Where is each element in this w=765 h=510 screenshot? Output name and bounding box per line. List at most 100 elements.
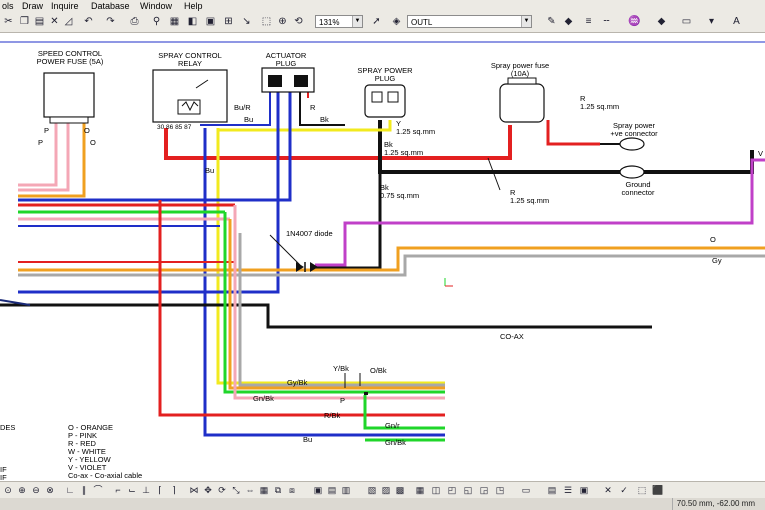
hatch-icon[interactable]: ▧ bbox=[367, 485, 377, 495]
line-weight-icon[interactable]: ≡ bbox=[585, 16, 592, 27]
erase-icon[interactable]: ◿ bbox=[64, 16, 73, 27]
angle-icon[interactable]: ∟ bbox=[65, 485, 75, 495]
render-icon[interactable]: ▭ bbox=[521, 485, 531, 495]
rotate-icon[interactable]: ⟳ bbox=[218, 485, 226, 495]
copy-icon[interactable]: ❐ bbox=[20, 16, 29, 27]
menu-inquire[interactable]: Inquire bbox=[51, 1, 79, 11]
line-style-icon[interactable]: ╌ bbox=[603, 16, 610, 27]
snap-center-icon[interactable]: ⊕ bbox=[18, 485, 26, 495]
wire-blue-act-1 bbox=[200, 92, 271, 126]
scale-icon[interactable]: ⤡ bbox=[232, 485, 240, 495]
zoom-select[interactable]: 131% ▼ bbox=[315, 15, 363, 28]
zoom-in-icon[interactable]: ⊕ bbox=[278, 16, 287, 27]
menu-help[interactable]: Help bbox=[184, 1, 203, 11]
list-icon[interactable]: ☰ bbox=[563, 485, 573, 495]
spray-power-plug-component[interactable]: SPRAY POWER PLUG bbox=[357, 66, 413, 118]
view-front-icon[interactable]: ◫ bbox=[431, 485, 441, 495]
positive-connector[interactable]: Spray power +ve connector bbox=[600, 121, 658, 151]
layer-select[interactable]: OUTL ▼ bbox=[407, 15, 532, 28]
drawing-canvas[interactable]: SPEED CONTROL POWER FUSE (5A) P O P O SP… bbox=[0, 33, 765, 481]
view-back-icon[interactable]: ◳ bbox=[495, 485, 505, 495]
chevron-down-icon[interactable]: ▼ bbox=[352, 16, 362, 27]
label-coax: CO-AX bbox=[500, 332, 524, 341]
menu-draw[interactable]: Draw bbox=[22, 1, 44, 11]
select-icon[interactable]: ↘ bbox=[242, 16, 251, 27]
corner-icon[interactable]: ⌐ bbox=[115, 485, 121, 495]
group-icon[interactable]: ▤ bbox=[327, 485, 337, 495]
line-color-icon[interactable]: ✎ bbox=[547, 16, 556, 27]
dropdown-icon[interactable]: ▾ bbox=[708, 16, 715, 27]
array-icon[interactable]: ▦ bbox=[259, 485, 269, 495]
diode-component[interactable]: 1N4007 diode bbox=[286, 229, 333, 272]
snap-circle-icon[interactable]: ⊗ bbox=[46, 485, 54, 495]
speed-fuse-component[interactable]: SPEED CONTROL POWER FUSE (5A) bbox=[37, 49, 104, 124]
relay-label-1: SPRAY CONTROL bbox=[158, 51, 222, 60]
relay-component[interactable]: SPRAY CONTROL RELAY 30 86 85 87 bbox=[152, 51, 228, 131]
view-side-icon[interactable]: ◱ bbox=[463, 485, 473, 495]
tool-a-icon[interactable]: ⬚ bbox=[637, 485, 647, 495]
wiring-diagram: SPEED CONTROL POWER FUSE (5A) P O P O SP… bbox=[0, 41, 765, 481]
image-tool-icon[interactable]: ▣ bbox=[579, 485, 589, 495]
view-top-icon[interactable]: ◰ bbox=[447, 485, 457, 495]
print-icon[interactable]: ⎙ bbox=[130, 16, 139, 27]
fill-color-icon[interactable]: ◆ bbox=[564, 16, 573, 27]
wire-pink-bottom bbox=[233, 205, 445, 400]
layers-icon[interactable]: ◧ bbox=[187, 16, 198, 27]
actuator-label-1: ACTUATOR bbox=[266, 51, 307, 60]
tangent-icon[interactable]: ⌙ bbox=[128, 485, 136, 495]
delete-icon[interactable]: ✕ bbox=[50, 16, 59, 27]
bucket-icon[interactable]: ♒ bbox=[628, 16, 641, 27]
label-r-main-size: 1.25 sq.mm bbox=[510, 196, 549, 205]
properties-icon[interactable]: ▤ bbox=[547, 485, 557, 495]
undo-icon[interactable]: ↶ bbox=[84, 16, 93, 27]
shape-icon[interactable]: ◆ bbox=[657, 16, 666, 27]
move-icon[interactable]: ✥ bbox=[204, 485, 212, 495]
perp-icon[interactable]: ⊥ bbox=[142, 485, 150, 495]
menu-tools[interactable]: ols bbox=[2, 1, 14, 11]
block-icon[interactable]: ▣ bbox=[313, 485, 323, 495]
cut-icon[interactable]: ✂ bbox=[4, 16, 13, 27]
snap-point-icon[interactable]: ⊖ bbox=[32, 485, 40, 495]
legend-item: R - RED bbox=[68, 439, 97, 448]
menu-database[interactable]: Database bbox=[91, 1, 130, 11]
trim-icon[interactable]: ⌉ bbox=[172, 485, 176, 495]
label-gn-bk-2: Gn/Bk bbox=[385, 438, 406, 447]
zoom-window-icon[interactable]: ⬚ bbox=[261, 16, 272, 27]
wire-red-fuse bbox=[546, 120, 600, 146]
pointer-icon[interactable]: ➚ bbox=[372, 16, 381, 27]
arc-icon[interactable]: ⌒ bbox=[93, 485, 103, 495]
find-icon[interactable]: ⚲ bbox=[152, 16, 161, 27]
table-icon[interactable]: ▦ bbox=[415, 485, 425, 495]
redo-icon[interactable]: ↷ bbox=[106, 16, 115, 27]
mirror-icon[interactable]: ⋈ bbox=[189, 485, 199, 495]
wire-violet bbox=[315, 158, 765, 267]
parallel-icon[interactable]: ∥ bbox=[81, 485, 87, 495]
cancel-icon[interactable]: ✕ bbox=[604, 485, 612, 495]
snap-icon[interactable]: ⊙ bbox=[4, 485, 12, 495]
view-iso-icon[interactable]: ◲ bbox=[479, 485, 489, 495]
stretch-icon[interactable]: ⇔ bbox=[245, 485, 255, 495]
dim-icon[interactable]: ▩ bbox=[395, 485, 405, 495]
offset-icon[interactable]: ⧉ bbox=[274, 485, 282, 495]
spray-fuse-component[interactable]: Spray power fuse (10A) bbox=[491, 61, 549, 123]
layer-icon[interactable]: ◈ bbox=[392, 16, 401, 27]
label-bk-act: Bk bbox=[320, 115, 329, 124]
chevron-down-icon[interactable]: ▼ bbox=[521, 16, 531, 27]
break-icon[interactable]: ⧈ bbox=[289, 485, 295, 495]
menu-window[interactable]: Window bbox=[140, 1, 173, 11]
label-bk2: Bk bbox=[380, 183, 389, 192]
extend-icon[interactable]: ⌈ bbox=[158, 485, 162, 495]
fill-icon[interactable]: ▨ bbox=[381, 485, 391, 495]
measure-icon[interactable]: ⊞ bbox=[224, 16, 233, 27]
actuator-plug-component[interactable]: ACTUATOR PLUG bbox=[261, 51, 315, 93]
pan-icon[interactable]: ⟲ bbox=[294, 16, 303, 27]
rectangle-icon[interactable]: ▭ bbox=[681, 16, 692, 27]
font-icon[interactable]: A bbox=[733, 16, 740, 27]
paste-icon[interactable]: ▤ bbox=[34, 16, 45, 27]
ungroup-icon[interactable]: ▥ bbox=[341, 485, 351, 495]
grid-icon[interactable]: ▦ bbox=[169, 16, 180, 27]
image-icon[interactable]: ▣ bbox=[205, 16, 216, 27]
check-icon[interactable]: ✓ bbox=[620, 485, 628, 495]
tool-b-icon[interactable]: ⬛ bbox=[652, 485, 664, 495]
ground-connector[interactable]: Ground connector bbox=[600, 165, 655, 197]
